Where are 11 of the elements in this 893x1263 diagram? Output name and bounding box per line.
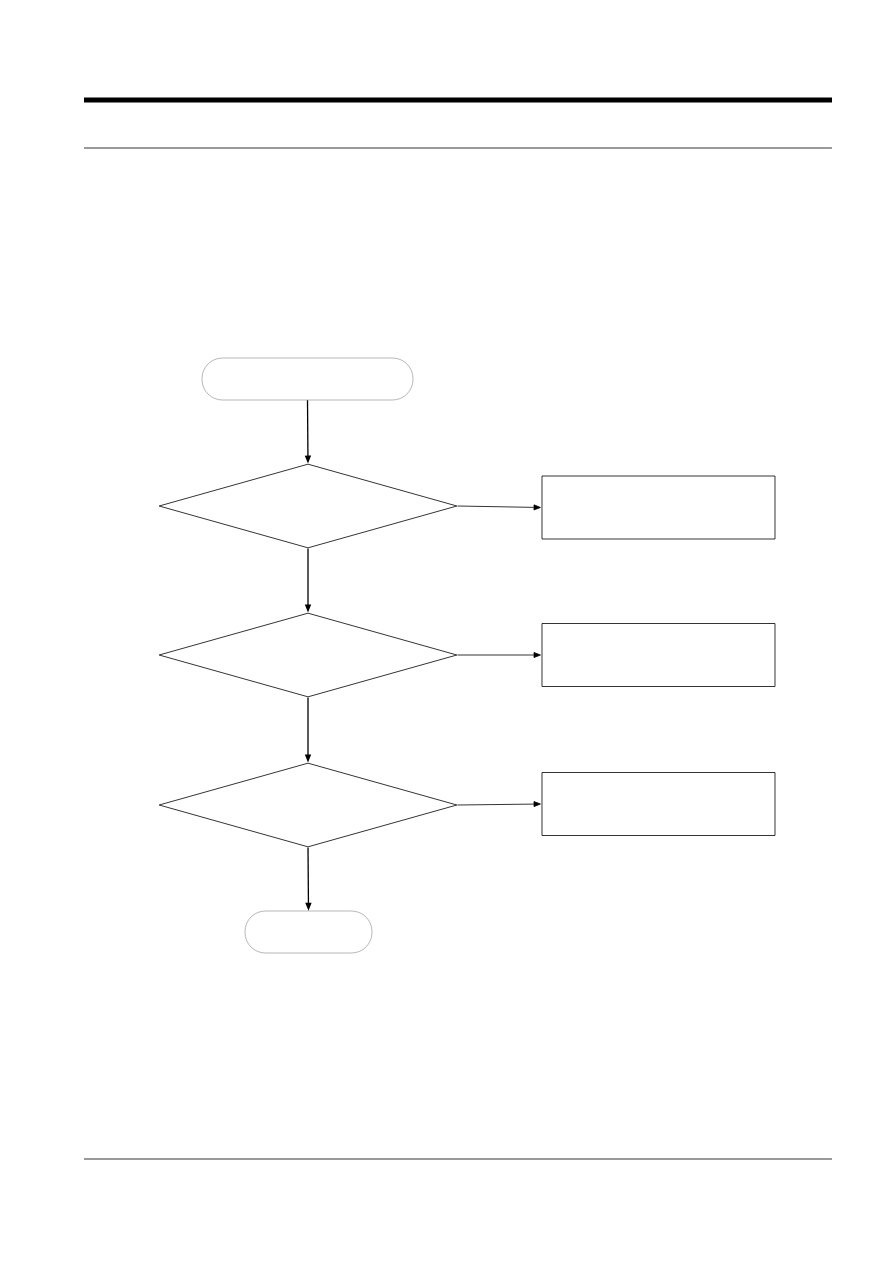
arrow bbox=[457, 652, 541, 658]
terminal-shape bbox=[244, 910, 373, 954]
arrow bbox=[457, 504, 541, 511]
process-box bbox=[541, 772, 776, 836]
decision-diamond bbox=[158, 463, 458, 549]
decision-diamond bbox=[158, 762, 458, 848]
process-box bbox=[541, 475, 776, 540]
process-box bbox=[541, 623, 776, 687]
decision-diamond bbox=[158, 612, 458, 698]
terminal-shape bbox=[201, 357, 414, 401]
arrow bbox=[457, 801, 541, 807]
